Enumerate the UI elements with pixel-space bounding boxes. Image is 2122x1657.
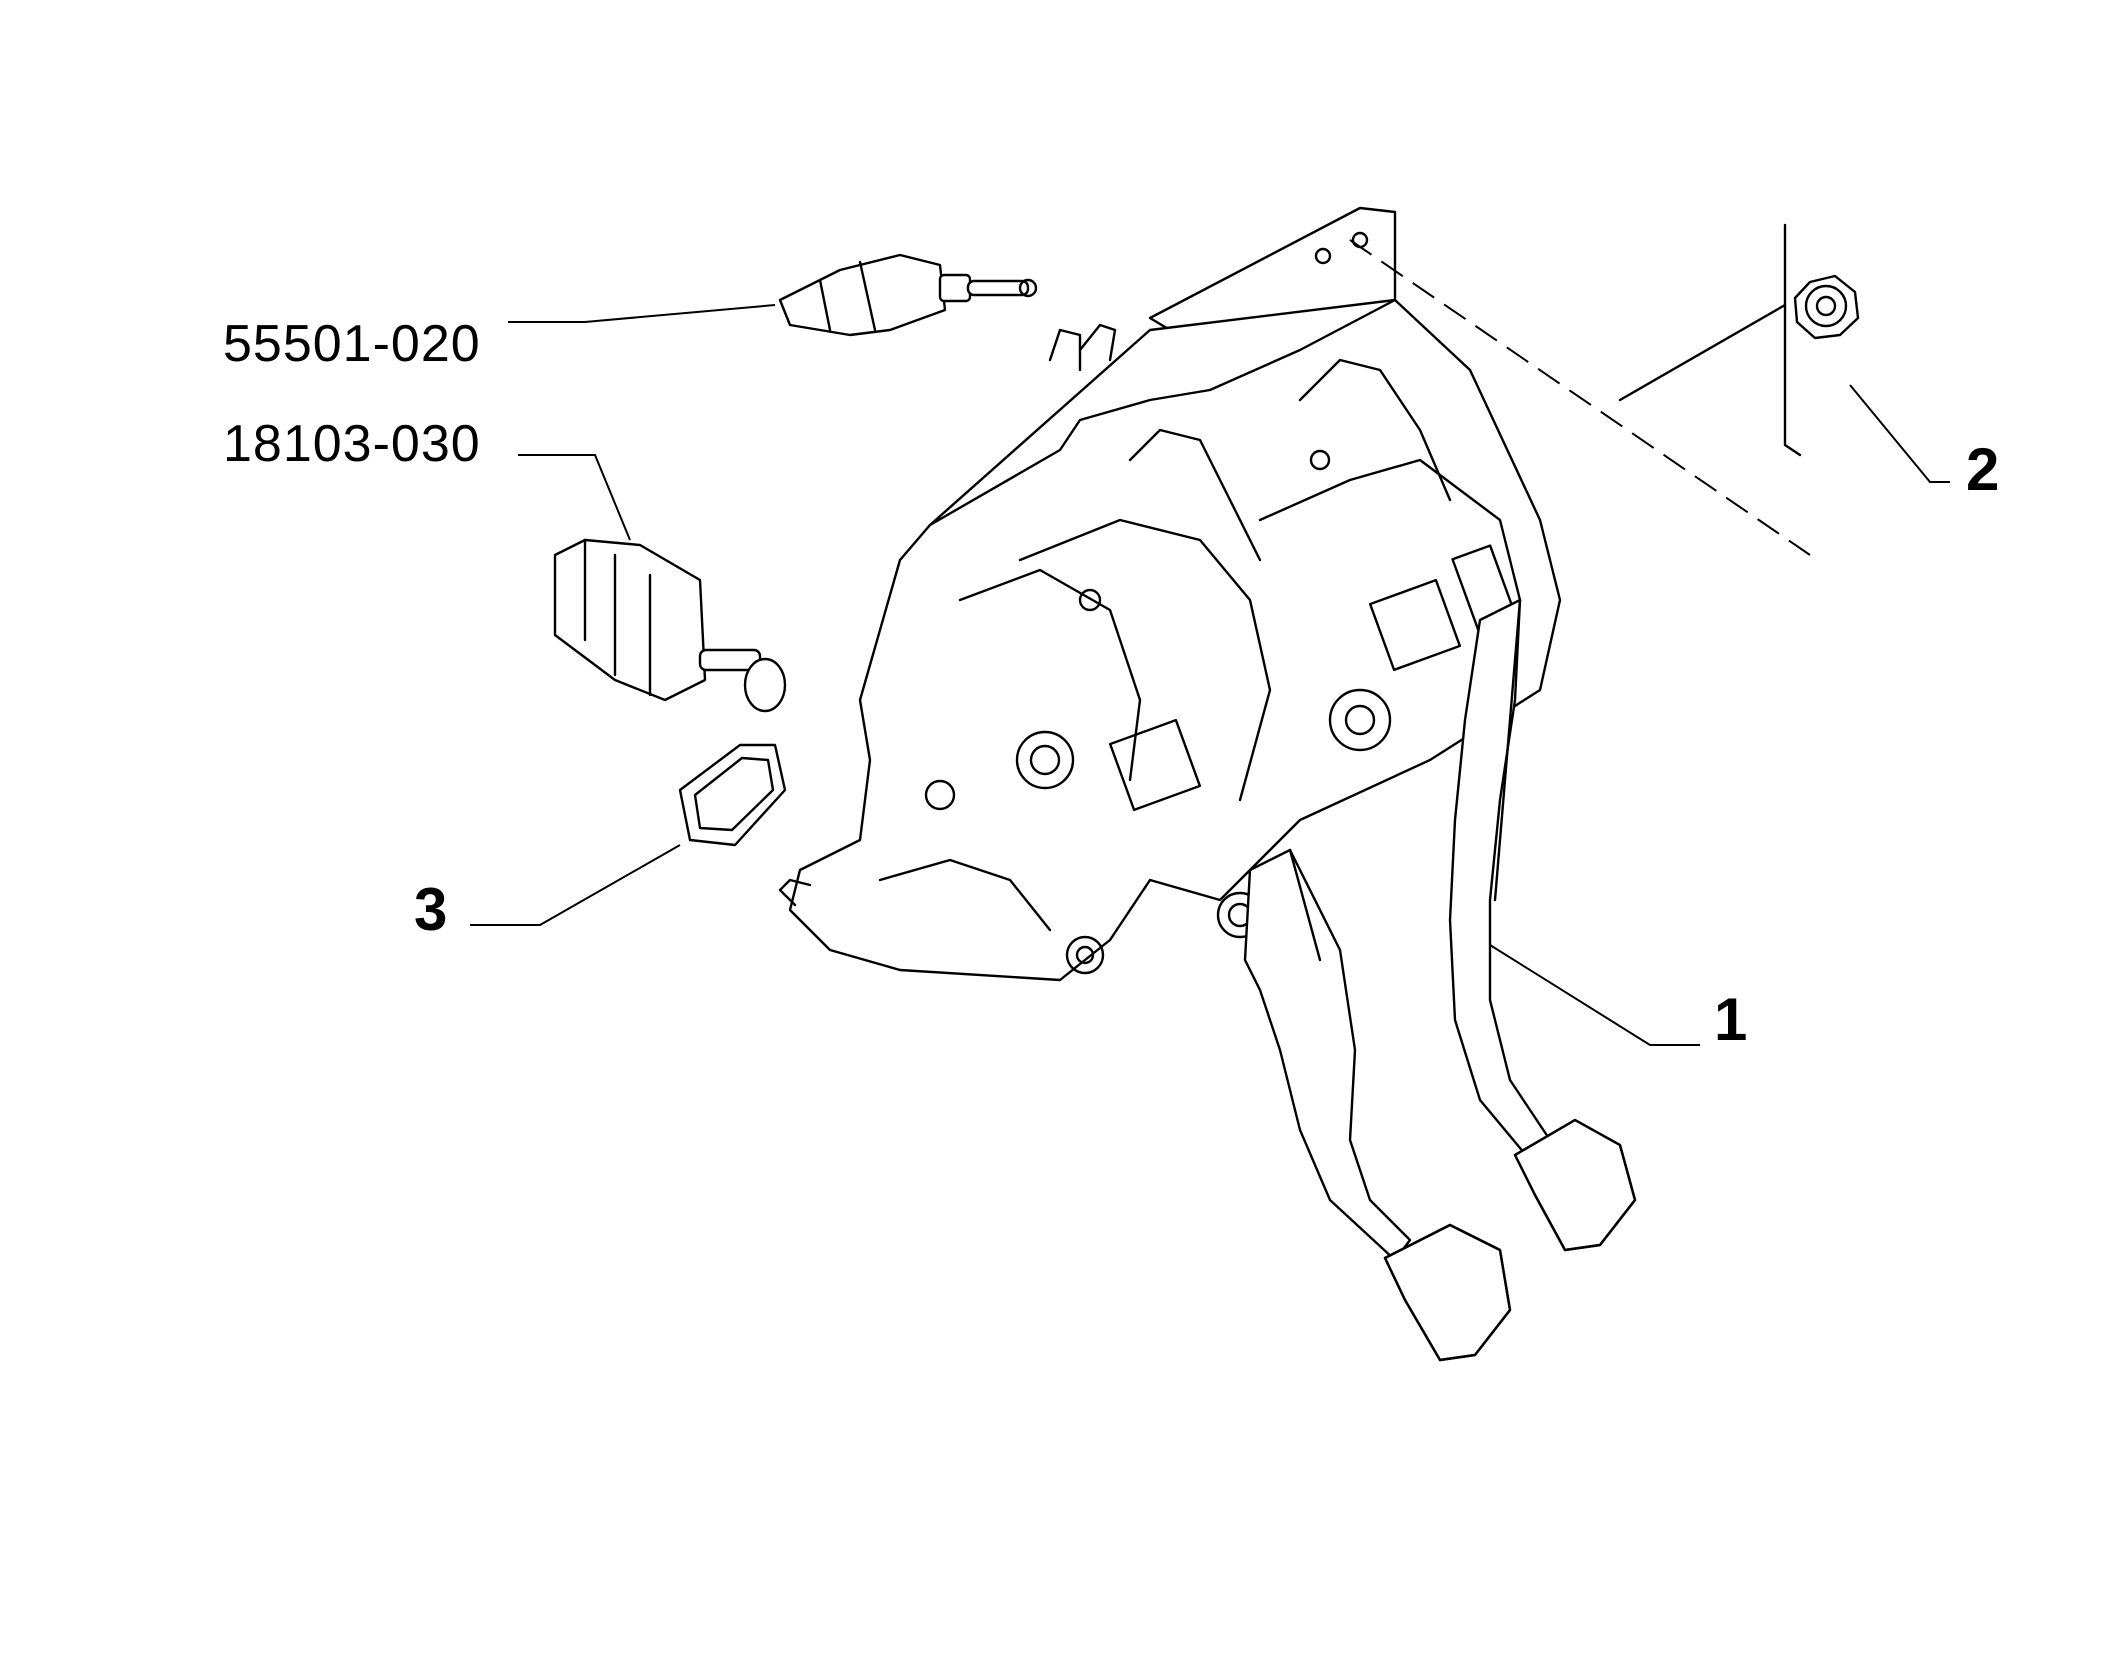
callout-18103-030: 18103-030: [223, 415, 481, 473]
pedal-box-housing: [778, 298, 1562, 982]
callout-55501-020: 55501-020: [223, 315, 481, 373]
callout-item-2: 2: [1966, 436, 2000, 503]
pedal-switch-icon: [778, 253, 1038, 337]
leader-lines: [470, 304, 1950, 1046]
callout-item-1: 1: [1714, 986, 1748, 1053]
stop-light-switch-icon: [553, 538, 787, 713]
brake-pedal-pad: [1383, 1223, 1512, 1362]
clutch-pedal-pad: [1513, 1118, 1637, 1252]
callout-item-3: 3: [414, 876, 448, 943]
brake-pedal-arm: [1243, 848, 1412, 1262]
nut-icon: [1793, 274, 1860, 340]
grommet-icon: [678, 743, 787, 847]
stud-leader: [1349, 223, 1811, 556]
